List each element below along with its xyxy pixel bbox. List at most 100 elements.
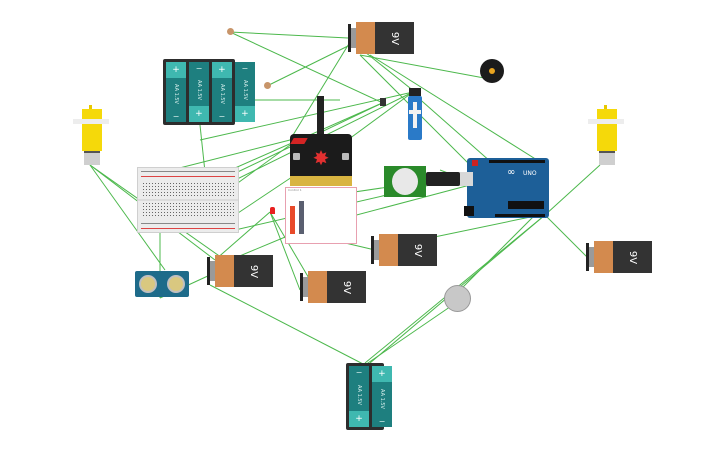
battery-terminal [348,24,351,52]
wire[interactable] [269,211,301,291]
battery-9v[interactable]: 9V [586,241,652,273]
microbit-button-a[interactable] [293,153,300,160]
wire[interactable] [266,44,351,87]
led-red[interactable] [270,207,275,214]
arduino-model-label: UNO [523,170,537,177]
aa-battery-pack-4[interactable]: +AA 1.5V− −AA 1.5V+ +AA 1.5V− −AA 1.5V+ [163,59,255,125]
wire[interactable] [459,209,541,291]
arduino-header-top [489,160,545,163]
battery-label: 9V [247,264,259,278]
piezo-buzzer[interactable] [480,59,504,83]
battery-9v[interactable]: 9V [300,271,366,303]
pir-motion-sensor[interactable] [384,166,426,197]
ultrasonic-transducer-right [167,275,185,293]
wire[interactable] [419,214,541,241]
battery-9v[interactable]: 9V [348,22,414,54]
terminal-label: + [371,366,392,382]
microbit-logo-accent [290,138,308,144]
arduino-usb-port [459,172,473,186]
slider-gray[interactable] [299,201,304,234]
breadboard-rail-top [141,171,235,172]
wire[interactable] [414,94,501,171]
battery-terminal [371,236,374,264]
wire[interactable] [544,164,601,216]
battery-label: 9V [340,280,352,294]
breadboard-holes-bottom [142,202,234,218]
terminal-label: − [172,111,180,121]
battery-body: 9V [327,271,366,303]
battery-copper [379,234,398,266]
battery-copper [356,22,375,54]
battery-label: 9V [626,250,638,264]
microbit-led-matrix-icon: ✸ [312,146,330,170]
battery-body: 9V [398,234,437,266]
gear-motor-right[interactable] [588,105,624,169]
aa-cell: −AA 1.5V+ [349,366,369,427]
battery-cap [351,28,356,48]
aa-cell: − AA 1.5V + [188,62,209,122]
terminal-label: − [195,63,203,73]
wire[interactable] [214,211,271,261]
wire[interactable] [269,211,311,281]
small-sensor[interactable] [380,98,386,106]
motor-gearbox [82,109,102,151]
servo-horn [413,102,417,128]
wire[interactable] [229,31,349,39]
breadboard-channel [138,199,238,201]
wire[interactable] [89,164,166,271]
wire[interactable] [364,299,461,366]
cell-label: AA 1.5V [355,384,362,405]
cell-label: AA 1.5V [218,84,225,104]
battery-terminal [300,273,303,301]
motor-can [84,151,100,165]
arduino-logo: ∞ [507,167,516,178]
panel-title: Control 1 [288,188,302,192]
potentiometer-knob[interactable] [264,82,271,89]
slider-control-panel[interactable]: Control 1 [285,187,357,244]
slider-red[interactable] [290,206,295,234]
microbit-cable [317,96,324,134]
arduino-uno[interactable]: ∞ UNO [459,158,549,218]
battery-terminal [207,257,210,285]
motor-axle [588,119,624,124]
wire[interactable] [234,144,291,186]
coin-cell-battery[interactable] [444,285,471,312]
servo-motor[interactable] [408,88,422,140]
motor-shaft [89,105,92,111]
ultrasonic-sensor[interactable] [135,271,189,297]
motor-gearbox [597,109,617,151]
potentiometer-knob[interactable] [227,28,234,35]
battery-9v[interactable]: 9V [371,234,437,266]
ultrasonic-transducer-left [139,275,157,293]
wire[interactable] [229,31,386,105]
terminal-label: + [188,106,209,122]
wire[interactable] [209,284,366,366]
wire[interactable] [359,54,496,81]
cell-label: AA 1.5V [172,84,179,104]
arduino-reset-button[interactable] [472,160,478,166]
breadboard-rail-red-bottom [141,228,235,229]
arduino-header-bottom [495,214,545,217]
gear-motor-left[interactable] [73,105,109,169]
arduino-power-jack [464,206,474,216]
battery-cap [374,240,379,260]
battery-body: 9V [375,22,414,54]
cell-label: AA 1.5V [195,80,202,100]
aa-battery-pack-2[interactable]: −AA 1.5V+ +AA 1.5V− [346,363,392,430]
battery-label: 9V [388,31,400,45]
breadboard[interactable] [137,167,239,233]
wire[interactable] [199,91,414,141]
wire[interactable] [544,214,591,261]
motor-shaft [604,105,607,111]
battery-body: 9V [234,255,273,287]
terminal-label: + [234,106,255,122]
battery-9v[interactable]: 9V [207,255,273,287]
terminal-label: − [241,63,249,73]
microbit-button-b[interactable] [342,153,349,160]
wire[interactable] [289,41,351,141]
microbit-board[interactable]: ✸ [290,96,352,186]
wire[interactable] [199,124,206,173]
battery-terminal [586,243,589,271]
cell-label: AA 1.5V [241,80,248,100]
wire[interactable] [369,54,546,166]
